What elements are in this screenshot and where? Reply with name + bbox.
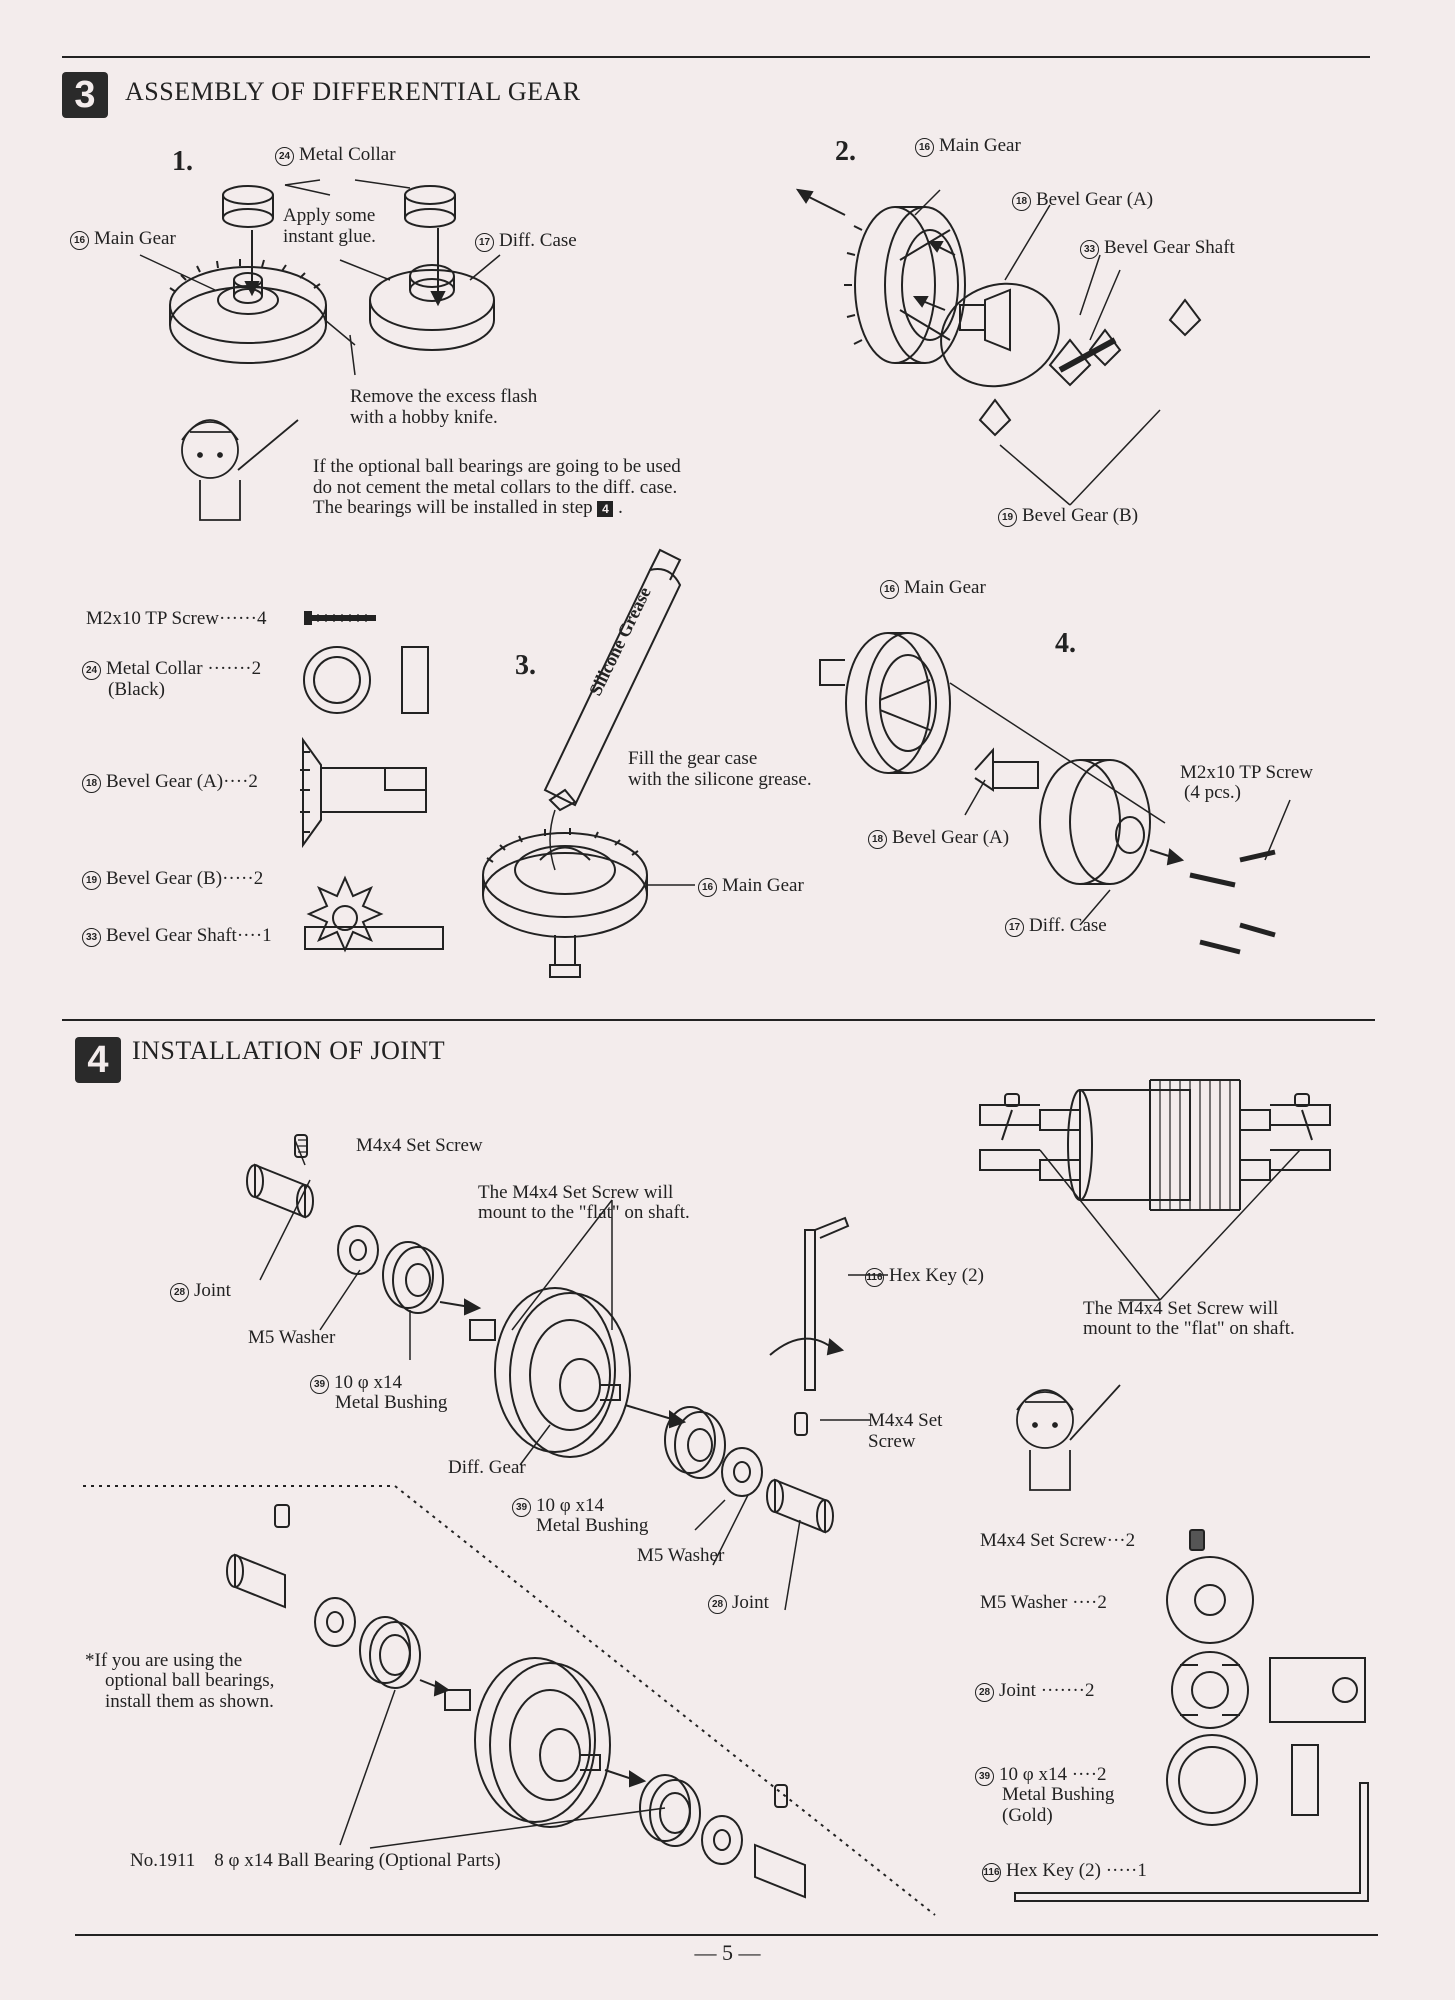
washer-left-drawing — [337, 1225, 379, 1275]
step2-bevel-gears-drawing — [940, 282, 1202, 437]
flat2-note-line1: The M4x4 Set Screw will — [1083, 1298, 1279, 1319]
optional-note-line1: *If you are using the — [85, 1650, 243, 1671]
parts4-joint — [1171, 1651, 1366, 1729]
step3-grease-tube — [543, 548, 682, 871]
parts4-item-washer: M5 Washer ····2 — [980, 1592, 1107, 1613]
parts4-item-set-screw: M4x4 Set Screw···2 — [980, 1530, 1136, 1551]
diff-gear-label: Diff. Gear — [448, 1457, 526, 1478]
section4-badge: 4 — [75, 1037, 121, 1083]
page-number: — 5 — — [694, 1940, 761, 1965]
step3-label: 3. — [515, 650, 536, 681]
hex-key-drawing — [769, 1216, 850, 1391]
optional-note-line2: optional ball bearings, — [105, 1670, 275, 1691]
step1-label: 1. — [172, 146, 193, 177]
flash-note-line2: with a hobby knife. — [350, 407, 498, 428]
step1-diff-case-drawing — [339, 254, 501, 351]
optional-bearing-diagram — [226, 1504, 806, 1899]
flat2-note-line2: mount to the "flat" on shaft. — [1083, 1318, 1295, 1339]
joint-left-drawing — [246, 1134, 314, 1219]
step4-bevel-gear-a — [974, 747, 1039, 792]
parts4-set-screw — [1189, 1529, 1205, 1551]
mascot-step1 — [181, 419, 299, 521]
set-screw-right-line1: M4x4 Set — [868, 1410, 943, 1431]
glue-note-line2: instant glue. — [283, 226, 376, 247]
joint-right-drawing — [766, 1412, 834, 1534]
m5-washer-left-label: M5 Washer — [248, 1327, 336, 1348]
bushing-left-drawing — [382, 1241, 444, 1314]
bushing-right-drawing — [664, 1406, 726, 1479]
glue-note-line1: Apply some — [283, 205, 376, 226]
parts4-item-bushing-sub2: (Gold) — [1002, 1805, 1053, 1826]
step4-label: 4. — [1055, 628, 1076, 659]
fill-note-line1: Fill the gear case — [628, 748, 758, 769]
parts3-bevel-b — [306, 875, 384, 953]
optional-note-line3: install them as shown. — [105, 1691, 274, 1712]
flat-note-line1: The M4x4 Set Screw will — [478, 1182, 674, 1203]
parts3-bevel-a — [300, 736, 427, 849]
step3-main-gear — [482, 828, 648, 978]
washer-right-drawing — [721, 1447, 763, 1497]
step2-label: 2. — [835, 136, 856, 167]
bushing-left-label-line2: Metal Bushing — [335, 1392, 448, 1413]
step4-main-gear — [819, 632, 951, 774]
parts4-bushing — [1166, 1734, 1319, 1826]
flat-note-line2: mount to the "flat" on shaft. — [478, 1202, 690, 1223]
bearing-note-line2: do not cement the metal collars to the d… — [313, 477, 678, 498]
assembled-diff-drawing — [979, 1079, 1331, 1211]
parts3-screw — [304, 611, 376, 625]
step4-screw-line1: M2x10 TP Screw — [1180, 762, 1313, 783]
bearing-note-line1: If the optional ball bearings are going … — [313, 456, 681, 477]
fill-note-line2: with the silicone grease. — [628, 769, 812, 790]
set-screw-top-label: M4x4 Set Screw — [356, 1135, 483, 1156]
diff-gear-drawing — [469, 1287, 631, 1458]
step4-diff-case — [1039, 759, 1151, 885]
step4-screw-line2: (4 pcs.) — [1184, 782, 1241, 803]
parts4-washer — [1166, 1556, 1254, 1644]
parts3-item-screw: M2x10 TP Screw······4 — [86, 608, 267, 629]
parts4-hex-key — [1014, 1782, 1369, 1902]
section3-badge: 3 — [62, 72, 108, 118]
mascot-section4 — [1016, 1384, 1121, 1491]
section3-title: ASSEMBLY OF DIFFERENTIAL GEAR — [125, 77, 581, 106]
parts4-item-bushing-sub1: Metal Bushing — [1002, 1784, 1115, 1805]
step1-collars-drawing — [222, 179, 456, 307]
bushing-right-label-line2: Metal Bushing — [536, 1515, 649, 1536]
section4-title: INSTALLATION OF JOINT — [132, 1036, 446, 1065]
parts3-item-collar-sub: (Black) — [108, 679, 165, 700]
step2-main-gear-drawing — [844, 206, 966, 364]
parts3-shaft — [304, 926, 444, 950]
flash-note-line1: Remove the excess flash — [350, 386, 538, 407]
step1-main-gear-drawing — [169, 259, 327, 364]
bearing-parts-note: No.1911 8 φ x14 Ball Bearing (Optional P… — [130, 1850, 501, 1871]
bearing-note-line3: The bearings will be installed in step 4… — [313, 497, 623, 518]
step4-screws — [1189, 849, 1276, 955]
set-screw-right-line2: Screw — [868, 1431, 916, 1452]
m5-washer-right-label: M5 Washer — [637, 1545, 725, 1566]
parts3-collar — [303, 646, 429, 714]
